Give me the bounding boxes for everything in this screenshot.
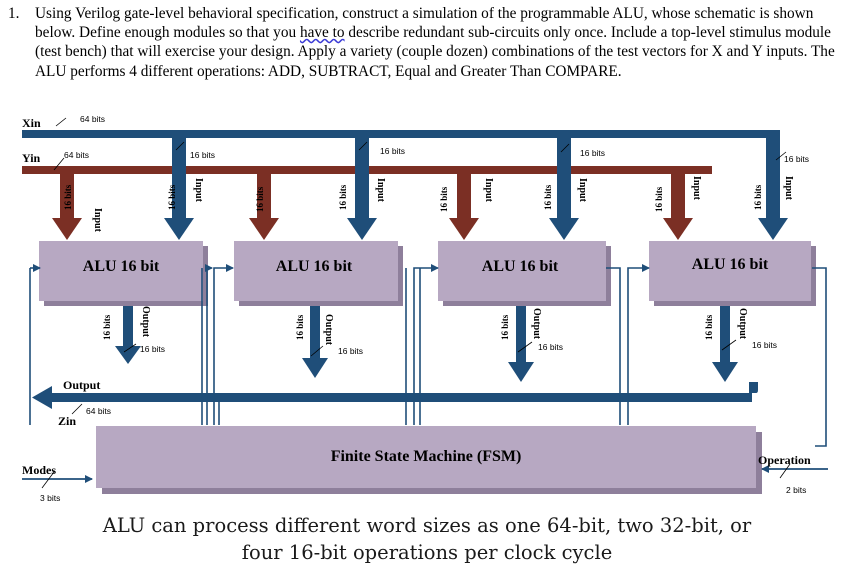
x-input-label-4: Input: [783, 176, 794, 201]
output-bus-label: Output: [63, 378, 100, 392]
question-text-underlined: have to: [299, 24, 345, 42]
caption-line-2: four 16-bit operations per clock cycle: [241, 541, 613, 564]
xin-label: Xin: [22, 116, 41, 130]
question-number: 1.: [8, 5, 20, 22]
x-tap-width-label-2: 16 bits: [338, 184, 348, 210]
alu-label-4: ALU 16 bit: [692, 256, 769, 273]
x-tap-width-1: 16 bits: [190, 150, 215, 160]
output-width-1: 16 bits: [140, 344, 165, 354]
question-text-part-1: Using Verilog gate-level behavioral spec…: [35, 5, 814, 42]
fsm-block: Finite State Machine (FSM): [96, 426, 762, 494]
y-tap-width-4: 16 bits: [654, 186, 664, 212]
zin-width-label: 64 bits: [86, 406, 111, 416]
y-tap-width-3: 16 bits: [439, 186, 449, 212]
alu-label-3: ALU 16 bit: [482, 258, 559, 275]
alu-column-1: 16 bits 16 bits Input 16 bits Input ALU …: [39, 138, 215, 364]
operation-input: Operation 2 bits: [758, 453, 828, 495]
x-input-label-2: Input: [375, 178, 386, 203]
modes-width-label: 3 bits: [40, 493, 60, 503]
alu-column-2: 16 bits 16 bits 16 bits Input ALU 16 bit…: [234, 138, 405, 378]
output-tap-width-4: 16 bits: [704, 314, 714, 340]
x-tap-width-label-3: 16 bits: [543, 184, 553, 210]
alu-label-2: ALU 16 bit: [276, 258, 353, 275]
fsm-label: Finite State Machine (FSM): [331, 448, 522, 465]
output-label-4: Output: [737, 308, 748, 340]
question-text-part-2: describe redundant sub-circuits only onc…: [35, 24, 835, 80]
output-width-2: 16 bits: [338, 346, 363, 356]
x-tap-width-3: 16 bits: [580, 148, 605, 158]
modes-input: Modes 3 bits: [22, 463, 93, 503]
x-input-label-3: Input: [577, 178, 588, 203]
output-tap-width-3: 16 bits: [500, 314, 510, 340]
y-input-label-1: Input: [92, 208, 103, 233]
control-lines: [29, 264, 827, 447]
x-tap-width-4: 16 bits: [784, 154, 809, 164]
x-input-label-1: Input: [193, 178, 204, 203]
yin-width-label: 64 bits: [64, 150, 89, 160]
operation-label: Operation: [758, 453, 811, 467]
y-tap-width-2: 16 bits: [255, 186, 265, 212]
question-text: Using Verilog gate-level behavioral spec…: [35, 4, 843, 81]
diagram-caption: ALU can process different word sizes as …: [0, 512, 854, 566]
output-tap-width-2: 16 bits: [295, 314, 305, 340]
xin-width-label: 64 bits: [80, 114, 105, 124]
yin-label: Yin: [22, 151, 41, 165]
operation-width-label: 2 bits: [786, 485, 806, 495]
output-label-2: Output: [323, 314, 334, 346]
x-tap-width-label-1: 16 bits: [167, 184, 177, 210]
output-tap-width-1: 16 bits: [102, 314, 112, 340]
output-width-3: 16 bits: [538, 342, 563, 352]
y-tap-width-1: 16 bits: [63, 184, 73, 210]
caption-line-1: ALU can process different word sizes as …: [102, 514, 752, 537]
y-input-label-4: Input: [691, 176, 702, 201]
x-tap-width-2: 16 bits: [380, 146, 405, 156]
output-label-3: Output: [531, 308, 542, 340]
output-label-1: Output: [140, 306, 151, 338]
alu-column-4: 16 bits 16 bits Input 16 bits Input ALU …: [649, 130, 816, 382]
alu-label-1: ALU 16 bit: [83, 258, 160, 275]
output-bus: Output Zin 64 bits: [32, 378, 758, 428]
zin-label: Zin: [58, 414, 76, 428]
x-tap-width-label-4: 16 bits: [753, 184, 763, 210]
xin-bus: Xin 64 bits: [22, 114, 780, 138]
y-input-label-3: Input: [483, 178, 494, 203]
alu-column-3: 16 bits 16 bits Input 16 bits Input ALU …: [438, 138, 611, 382]
output-width-4: 16 bits: [752, 340, 777, 350]
modes-label: Modes: [22, 463, 56, 477]
